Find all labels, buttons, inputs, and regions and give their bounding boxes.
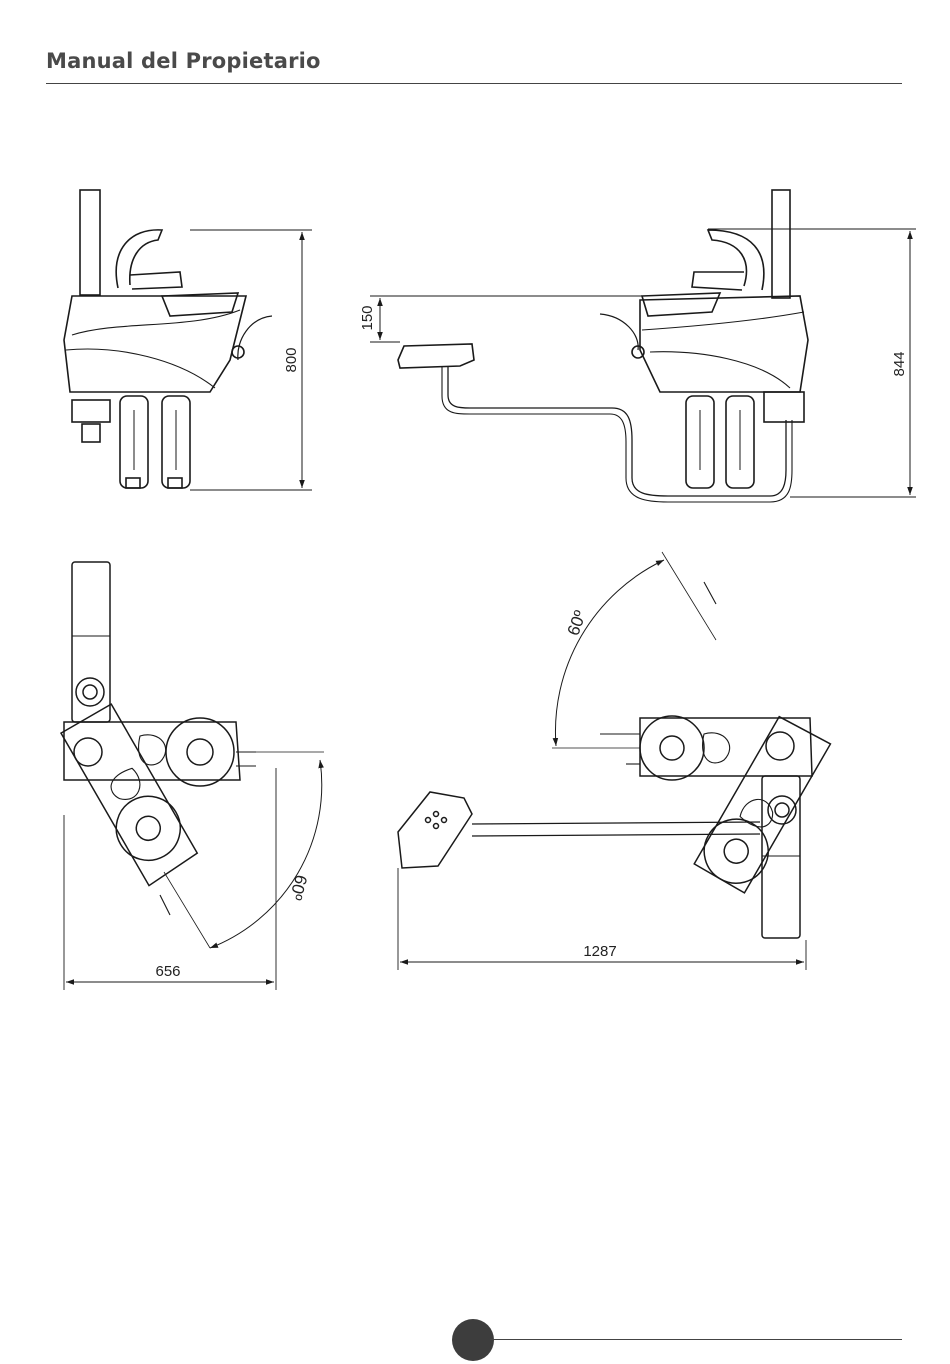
side-view-right <box>370 190 916 502</box>
dimension-height-right: 844 <box>891 351 908 376</box>
foot-pedal <box>398 344 474 368</box>
dimension-offset-top: 150 <box>359 305 376 330</box>
page-number-badge <box>452 1319 494 1361</box>
column <box>80 190 100 295</box>
angle-label-left: 60º <box>286 873 311 902</box>
side-view-left <box>64 190 312 490</box>
top-view-left <box>58 562 324 990</box>
dimension-height-left: 800 <box>283 347 300 372</box>
angle-label-right: 60º <box>564 608 590 638</box>
top-view-right <box>398 552 834 970</box>
footer-rule <box>490 1339 902 1340</box>
column <box>772 190 790 298</box>
body <box>64 296 246 392</box>
foot-pedal <box>398 792 472 868</box>
dimension-width-right: 1287 <box>583 943 616 960</box>
spout <box>116 230 162 288</box>
dimension-width-left: 656 <box>155 963 180 980</box>
